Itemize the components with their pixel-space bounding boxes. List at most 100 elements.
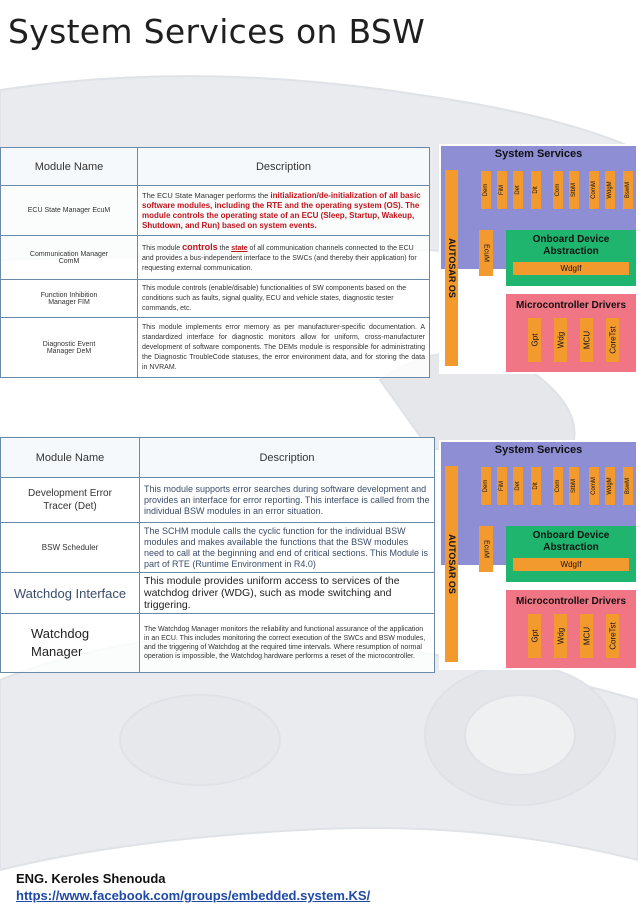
microcontroller-drivers-title: Microcontroller Drivers bbox=[515, 300, 627, 311]
driver-module-coretst: CoreTst bbox=[606, 318, 619, 362]
service-module-wdgm: WdgM bbox=[605, 171, 615, 209]
description-cell: The SCHM module calls the cyclic functio… bbox=[139, 522, 435, 573]
module-name-cell: Diagnostic Event Manager DeM bbox=[0, 317, 138, 378]
ecum-block: EcuM bbox=[479, 526, 493, 572]
module-name-cell: BSW Scheduler bbox=[0, 522, 140, 573]
driver-module-wdg: Wdg bbox=[554, 318, 567, 362]
service-module-label: Det bbox=[515, 185, 521, 195]
driver-module-gpt: Gpt bbox=[528, 614, 541, 658]
microcontroller-drivers-block: Microcontroller Drivers Gpt Wdg MCU CoreTst bbox=[506, 294, 636, 372]
wdgif-block: WdgIf bbox=[513, 558, 629, 571]
column-header-module-name: Module Name bbox=[0, 147, 138, 186]
service-module-fim: FiM bbox=[497, 467, 507, 505]
description-cell: This module controls the state of all co… bbox=[137, 235, 430, 280]
table-row: BSW Scheduler The SCHM module calls the … bbox=[0, 522, 435, 573]
column-header-module-name: Module Name bbox=[0, 437, 140, 478]
driver-module-coretst: CoreTst bbox=[606, 614, 619, 658]
service-module-label: StbM bbox=[571, 478, 577, 494]
description-cell: This module implements error memory as p… bbox=[137, 317, 430, 378]
service-module-det: Det bbox=[513, 171, 523, 209]
service-module-wdgm: WdgM bbox=[605, 467, 615, 505]
service-module-stbm: StbM bbox=[569, 467, 579, 505]
description-cell: This module supports error searches duri… bbox=[139, 477, 435, 523]
column-header-description: Description bbox=[139, 437, 435, 478]
driver-module-label: Wdg bbox=[556, 627, 565, 645]
system-services-title: System Services bbox=[494, 444, 583, 456]
service-module-label: BswM bbox=[625, 181, 631, 199]
facebook-group-link[interactable]: https://www.facebook.com/groups/embedded… bbox=[16, 888, 371, 903]
service-module-label: Com bbox=[555, 183, 561, 197]
service-module-dlt: Dlt bbox=[531, 171, 541, 209]
service-module-dem: Dem bbox=[481, 171, 491, 209]
autosar-os-block: AUTOSAR OS bbox=[445, 170, 458, 366]
service-module-label: Dem bbox=[483, 479, 489, 493]
table-row: Diagnostic Event Manager DeM This module… bbox=[0, 317, 430, 378]
module-name-cell: Development Error Tracer (Det) bbox=[0, 477, 140, 523]
service-module-dlt: Dlt bbox=[531, 467, 541, 505]
service-module-label: ComM bbox=[591, 181, 597, 199]
onboard-device-abstraction-block: Onboard Device Abstraction WdgIf bbox=[506, 526, 636, 582]
onboard-device-abstraction-title: Onboard Device Abstraction bbox=[532, 530, 610, 553]
description-highlight: initialization/de-initialization of all … bbox=[142, 190, 421, 230]
autosar-architecture-diagram: System Services Dem FiM Det Dlt Com StbM ComM W… bbox=[439, 144, 638, 374]
description-highlight: controls bbox=[182, 241, 218, 252]
driver-module-label: Wdg bbox=[556, 331, 565, 349]
service-module-label: Dem bbox=[483, 183, 489, 197]
driver-module-wdg: Wdg bbox=[554, 614, 567, 658]
ecum-label: EcuM bbox=[482, 540, 490, 558]
module-name-cell: ECU State Manager EcuM bbox=[0, 185, 138, 236]
module-name-cell: Watchdog Interface bbox=[0, 572, 140, 614]
driver-module-label: CoreTst bbox=[608, 622, 617, 650]
service-module-bswm: BswM bbox=[623, 171, 633, 209]
module-name-cell: Function Inhibition Manager FIM bbox=[0, 279, 138, 318]
driver-module-label: Gpt bbox=[530, 333, 539, 347]
description-text: This module bbox=[142, 244, 183, 252]
ecum-label: EcuM bbox=[482, 244, 490, 262]
service-module-det: Det bbox=[513, 467, 523, 505]
description-text: The ECU State Manager performs the bbox=[142, 190, 271, 200]
page-title: System Services on BSW bbox=[8, 12, 426, 51]
module-name-cell: Communication Manager ComM bbox=[0, 235, 138, 280]
table-row: Development Error Tracer (Det) This modu… bbox=[0, 477, 435, 523]
description-text: of all communication channels connected … bbox=[142, 244, 417, 272]
service-module-stbm: StbM bbox=[569, 171, 579, 209]
autosar-architecture-diagram: System Services Dem FiM Det Dlt Com StbM ComM W… bbox=[439, 440, 638, 670]
service-module-label: Det bbox=[515, 481, 521, 491]
driver-module-label: Gpt bbox=[530, 629, 539, 643]
driver-module-mcu: MCU bbox=[580, 318, 593, 362]
table-row: Communication Manager ComM This module c… bbox=[0, 235, 430, 280]
description-highlight: state bbox=[231, 244, 248, 252]
autosar-os-label: AUTOSAR OS bbox=[446, 534, 457, 594]
service-module-label: FiM bbox=[499, 481, 505, 491]
description-cell: The ECU State Manager performs the initi… bbox=[137, 185, 430, 236]
module-name-cell: Watchdog Manager bbox=[0, 613, 140, 673]
column-header-description: Description bbox=[137, 147, 430, 186]
wdgif-block: WdgIf bbox=[513, 262, 629, 275]
module-table-1: Module Name Description ECU State Manage… bbox=[0, 147, 430, 378]
service-module-label: Com bbox=[555, 479, 561, 493]
service-module-label: BswM bbox=[625, 477, 631, 495]
service-module-label: WdgM bbox=[607, 477, 613, 495]
service-module-com: Com bbox=[553, 467, 563, 505]
service-module-comm: ComM bbox=[589, 467, 599, 505]
service-module-label: WdgM bbox=[607, 181, 613, 199]
autosar-os-block: AUTOSAR OS bbox=[445, 466, 458, 662]
description-cell: The Watchdog Manager monitors the reliab… bbox=[139, 613, 435, 673]
driver-module-label: MCU bbox=[582, 330, 591, 350]
service-module-label: ComM bbox=[591, 477, 597, 495]
onboard-device-abstraction-title: Onboard Device Abstraction bbox=[532, 234, 610, 257]
author-name: ENG. Keroles Shenouda bbox=[16, 871, 166, 886]
system-services-title: System Services bbox=[494, 148, 583, 160]
service-module-com: Com bbox=[553, 171, 563, 209]
service-module-label: StbM bbox=[571, 182, 577, 198]
service-module-dem: Dem bbox=[481, 467, 491, 505]
module-table-2: Module Name Description Development Erro… bbox=[0, 437, 435, 673]
autosar-os-label: AUTOSAR OS bbox=[446, 238, 457, 298]
driver-module-mcu: MCU bbox=[580, 614, 593, 658]
service-module-fim: FiM bbox=[497, 171, 507, 209]
driver-module-label: CoreTst bbox=[608, 326, 617, 354]
table-row: Watchdog Interface This module provides … bbox=[0, 572, 435, 614]
description-cell: This module provides uniform access to s… bbox=[139, 572, 435, 614]
service-module-label: Dlt bbox=[533, 186, 539, 194]
